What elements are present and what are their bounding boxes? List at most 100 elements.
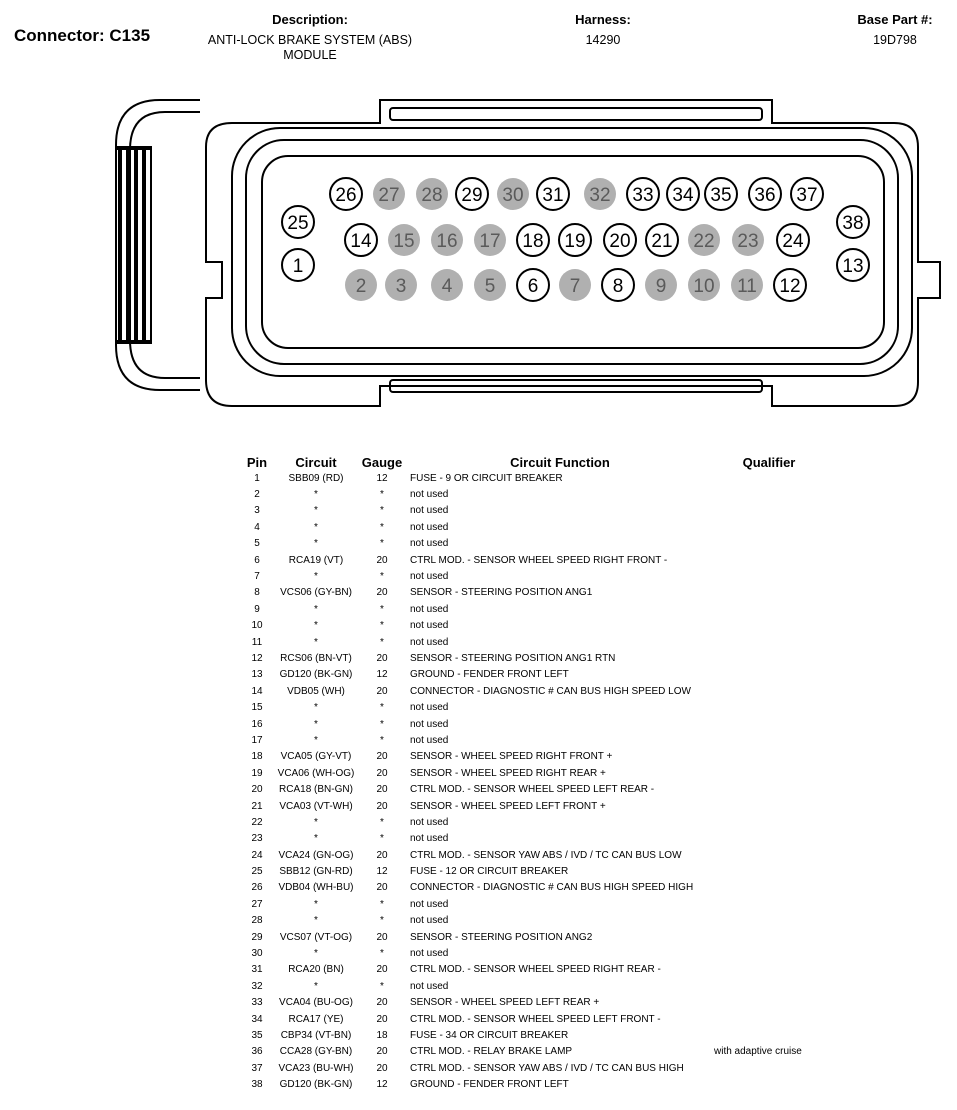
row-function: CTRL MOD. - SENSOR WHEEL SPEED LEFT FRON… <box>410 1013 661 1025</box>
pin-number: 20 <box>609 231 630 252</box>
row-function: not used <box>410 702 449 714</box>
row-gauge: 20 <box>376 931 388 943</box>
row-gauge: * <box>380 718 384 730</box>
row-gauge: * <box>380 980 384 992</box>
row-pin: 31 <box>251 964 263 976</box>
pin-13: 13 <box>836 248 870 282</box>
row-qualifier <box>714 896 824 912</box>
row-pin: 22 <box>251 816 263 828</box>
row-pin: 11 <box>251 636 263 648</box>
pin-38: 38 <box>836 205 870 239</box>
pin-3: 3 <box>385 269 417 301</box>
pin-14: 14 <box>344 223 378 257</box>
pin-number: 33 <box>632 185 653 206</box>
row-qualifier <box>714 945 824 961</box>
row-pin: 14 <box>251 685 263 697</box>
row-qualifier <box>714 601 824 617</box>
row-qualifier <box>714 1060 824 1076</box>
pin-number: 37 <box>796 185 817 206</box>
row-circuit: GD120 (BK-GN) <box>279 1079 353 1091</box>
row-circuit: * <box>314 816 318 828</box>
row-pin: 27 <box>251 898 263 910</box>
row-function: FUSE - 34 OR CIRCUIT BREAKER <box>410 1029 569 1041</box>
pin-table: Pin Circuit Gauge Circuit Function Quali… <box>240 452 824 1093</box>
row-function: not used <box>410 915 449 927</box>
row-qualifier <box>714 863 824 879</box>
row-qualifier <box>714 765 824 781</box>
row-qualifier <box>714 716 824 732</box>
pin-1: 1 <box>281 248 315 282</box>
row-qualifier <box>714 519 824 535</box>
row-function: not used <box>410 505 449 517</box>
row-function: not used <box>410 636 449 648</box>
row-gauge: 20 <box>376 1046 388 1058</box>
table-row: 30**not used <box>240 945 824 961</box>
row-qualifier <box>714 831 824 847</box>
row-circuit: VCA03 (VT-WH) <box>279 800 353 812</box>
pin-circle <box>773 268 807 302</box>
row-function: not used <box>410 489 449 501</box>
table-row: 17**not used <box>240 732 824 748</box>
pin-circle <box>836 248 870 282</box>
row-function: CONNECTOR - DIAGNOSTIC # CAN BUS HIGH SP… <box>410 685 691 697</box>
pin-circle <box>431 224 463 256</box>
row-qualifier <box>714 618 824 634</box>
pin-circle <box>776 223 810 257</box>
row-qualifier <box>714 781 824 797</box>
row-gauge: 20 <box>376 849 388 861</box>
pin-10: 10 <box>688 269 720 301</box>
table-row: 10**not used <box>240 618 824 634</box>
row-circuit: CCA28 (GY-BN) <box>279 1046 353 1058</box>
pin-circle <box>559 269 591 301</box>
row-function: not used <box>410 603 449 615</box>
connector-outer-shell <box>205 99 941 407</box>
row-gauge: 12 <box>376 1079 388 1091</box>
connector-seal-ring-outer <box>231 127 913 377</box>
connector-top-key <box>389 107 763 121</box>
row-gauge: 20 <box>376 685 388 697</box>
row-qualifier <box>714 913 824 929</box>
row-function: not used <box>410 521 449 533</box>
row-qualifier: with adaptive cruise <box>714 1046 802 1058</box>
pin-25: 25 <box>281 205 315 239</box>
row-pin: 19 <box>251 767 263 779</box>
row-qualifier <box>714 650 824 666</box>
pin-circle <box>431 269 463 301</box>
harness-label: Harness: <box>575 12 631 27</box>
pin-circle <box>385 269 417 301</box>
pin-circle <box>388 224 420 256</box>
row-function: not used <box>410 980 449 992</box>
row-circuit: * <box>314 948 318 960</box>
row-gauge: 20 <box>376 554 388 566</box>
row-qualifier <box>714 847 824 863</box>
pin-26: 26 <box>329 177 363 211</box>
pin-circle <box>688 224 720 256</box>
row-function: SENSOR - STEERING POSITION ANG1 <box>410 587 593 599</box>
row-qualifier <box>714 552 824 568</box>
pin-number: 34 <box>672 185 694 206</box>
row-qualifier <box>714 503 824 519</box>
row-gauge: * <box>380 948 384 960</box>
row-qualifier <box>714 634 824 650</box>
table-row: 5**not used <box>240 536 824 552</box>
row-circuit: * <box>314 734 318 746</box>
row-pin: 18 <box>251 751 263 763</box>
pin-number: 35 <box>710 185 731 206</box>
row-circuit: * <box>314 489 318 501</box>
row-circuit: * <box>314 702 318 714</box>
row-gauge: 20 <box>376 800 388 812</box>
row-qualifier <box>714 536 824 552</box>
row-pin: 25 <box>251 866 263 878</box>
connector-bottom-key <box>389 379 763 393</box>
row-circuit: VCA04 (BU-OG) <box>279 997 353 1009</box>
row-function: CTRL MOD. - SENSOR YAW ABS / IVD / TC CA… <box>410 849 682 861</box>
row-gauge: 20 <box>376 997 388 1009</box>
pin-circle <box>732 224 764 256</box>
